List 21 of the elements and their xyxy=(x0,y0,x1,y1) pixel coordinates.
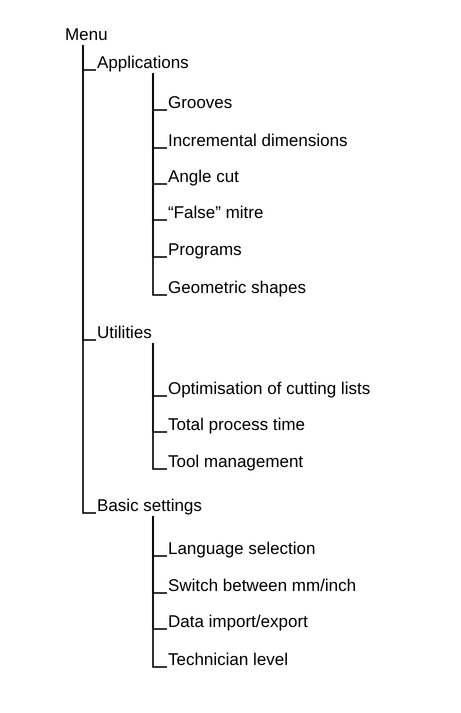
tree-connector xyxy=(152,343,167,470)
menu-item: Programs xyxy=(168,240,242,260)
menu-item: Basic settings xyxy=(97,496,202,516)
menu-item: Technician level xyxy=(168,650,288,670)
menu-item: Applications xyxy=(97,53,189,73)
menu-item: Utilities xyxy=(97,323,152,343)
menu-item: Language selection xyxy=(168,539,316,559)
tree-connector xyxy=(152,516,167,668)
tree-connector xyxy=(152,73,167,296)
menu-item: Optimisation of cutting lists xyxy=(168,379,370,399)
menu-item: Data import/export xyxy=(168,612,308,632)
menu-item: Total process time xyxy=(168,415,305,435)
menu-item: Geometric shapes xyxy=(168,278,306,298)
menu-item: Incremental dimensions xyxy=(168,131,348,151)
menu-item: Tool management xyxy=(168,452,304,472)
menu-item: Grooves xyxy=(168,93,232,113)
menu-item: “False” mitre xyxy=(168,203,264,223)
menu-item: Menu xyxy=(65,25,108,45)
menu-item: Switch between mm/inch xyxy=(168,576,356,596)
tree-connector xyxy=(82,45,96,514)
menu-item: Angle cut xyxy=(168,167,239,187)
